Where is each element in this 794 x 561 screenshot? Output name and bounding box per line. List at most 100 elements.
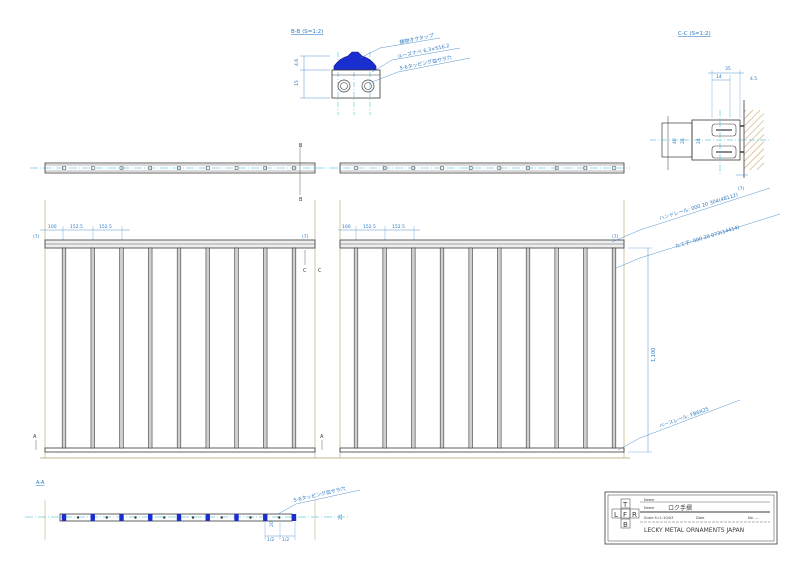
screw-hole bbox=[234, 166, 239, 170]
baluster bbox=[176, 247, 182, 449]
aa-screw bbox=[278, 516, 281, 519]
svg-text:14: 14 bbox=[716, 74, 722, 80]
svg-text:Scale S=1:10/A3: Scale S=1:10/A3 bbox=[644, 516, 673, 520]
screw-hole bbox=[440, 166, 444, 170]
screw-hole bbox=[468, 166, 473, 170]
svg-text:28: 28 bbox=[680, 138, 686, 144]
section-aa-label: A-A bbox=[36, 480, 45, 486]
aa-baluster-section bbox=[234, 514, 239, 521]
aa-screw bbox=[220, 516, 223, 519]
baluster bbox=[148, 247, 153, 449]
marker-b-bottom: B bbox=[299, 197, 303, 203]
view-cell-t: T bbox=[622, 501, 628, 509]
screw-hole bbox=[583, 166, 588, 170]
marker-c-1: C bbox=[303, 268, 307, 274]
svg-text:No. ---: No. --- bbox=[748, 516, 759, 520]
view-cell-l: L bbox=[614, 511, 618, 519]
baluster bbox=[234, 247, 239, 449]
cap-profile bbox=[333, 51, 377, 71]
plan-view-left: B B bbox=[30, 143, 330, 203]
ground-lines bbox=[40, 200, 630, 459]
svg-text:25: 25 bbox=[338, 514, 344, 520]
section-bb: B-B (S=1:2) 4.6 15 鋳物オクタップ ルーズナベ 6.3×S16… bbox=[291, 29, 471, 115]
svg-text:35: 35 bbox=[725, 66, 731, 72]
svg-text:1/2: 1/2 bbox=[267, 537, 274, 543]
svg-text:24: 24 bbox=[696, 138, 702, 144]
marker-b-top: B bbox=[299, 143, 303, 149]
svg-text:152.5: 152.5 bbox=[392, 224, 405, 230]
svg-text:Date: Date bbox=[696, 516, 704, 520]
screw-hole bbox=[354, 166, 358, 170]
svg-text:1/2: 1/2 bbox=[282, 537, 289, 543]
svg-text:152.5: 152.5 bbox=[70, 224, 83, 230]
svg-text:(7): (7) bbox=[33, 234, 40, 240]
svg-text:100: 100 bbox=[342, 224, 351, 230]
base-rail-right bbox=[339, 447, 625, 453]
screw-hole bbox=[119, 166, 124, 170]
aa-screw bbox=[191, 516, 195, 519]
elevation-left: 100 152.5 152.5 (7) (7) C C A A bbox=[33, 224, 324, 453]
aa-baluster-section bbox=[263, 514, 268, 521]
marker-a-2: A bbox=[320, 434, 324, 440]
svg-text:4.6: 4.6 bbox=[294, 59, 300, 66]
svg-text:(7): (7) bbox=[302, 234, 309, 240]
svg-text:(7): (7) bbox=[612, 234, 619, 240]
baluster bbox=[382, 247, 387, 449]
title-block: T L F R B Name Name ロク手摺 Scale S=1:10/A3… bbox=[604, 491, 778, 545]
screw-left bbox=[337, 79, 351, 93]
rail-body bbox=[331, 69, 381, 99]
plan-view-right bbox=[330, 162, 630, 174]
svg-text:(7): (7) bbox=[738, 186, 745, 192]
svg-text:Name: Name bbox=[644, 506, 654, 510]
baluster bbox=[61, 247, 67, 449]
section-cc-label: C-C (S=1:2) bbox=[678, 31, 711, 37]
marker-a-1: A bbox=[33, 434, 37, 440]
baluster bbox=[554, 247, 559, 449]
aa-baluster-section bbox=[205, 514, 210, 521]
svg-text:40: 40 bbox=[672, 138, 678, 144]
screw-hole bbox=[554, 166, 559, 170]
baluster bbox=[90, 247, 95, 449]
svg-text:Name: Name bbox=[644, 498, 654, 502]
view-cell-r: R bbox=[632, 511, 637, 519]
drawing-title: ロク手摺 bbox=[668, 504, 692, 512]
aa-baluster-section bbox=[90, 514, 95, 521]
screw-right bbox=[361, 79, 375, 93]
elevation-right: 100 152.5 152.5 (7) 1,100 ハンドレール: 000 20… bbox=[338, 187, 781, 453]
svg-text:100: 100 bbox=[48, 224, 57, 230]
callout-bb-cap: 鋳物オクタップ bbox=[399, 32, 434, 46]
aa-screw bbox=[134, 516, 137, 519]
baluster bbox=[525, 247, 531, 449]
callout-baluster: たて子: 000 20 073(14414) bbox=[675, 224, 741, 250]
screw-hole bbox=[292, 166, 296, 170]
baluster bbox=[583, 247, 588, 449]
screw-hole bbox=[62, 166, 66, 170]
section-aa: A-A 1/2 1/2 25 20 5-6タッピング皿サラ穴 bbox=[25, 480, 361, 543]
svg-text:20: 20 bbox=[269, 521, 275, 527]
view-cell-b: B bbox=[623, 521, 628, 529]
screw-hole bbox=[382, 166, 387, 170]
callout-handrail: ハンドレール: 000 20 304(48112) bbox=[659, 192, 739, 222]
marker-c-2: C bbox=[318, 268, 322, 274]
baluster bbox=[119, 247, 124, 449]
height-dimension: 1,100 bbox=[651, 348, 657, 362]
screw-hole bbox=[612, 166, 616, 170]
baluster bbox=[497, 247, 502, 449]
aa-screw bbox=[163, 516, 166, 519]
section-bb-label: B-B (S=1:2) bbox=[291, 29, 323, 35]
screw-hole bbox=[497, 166, 502, 170]
baluster bbox=[411, 247, 416, 449]
aa-baluster-section bbox=[61, 514, 67, 521]
svg-text:15: 15 bbox=[294, 80, 300, 86]
callout-base-rail: ベースレール: FB6X25 bbox=[659, 406, 710, 430]
baluster bbox=[353, 247, 359, 449]
view-cell-f: F bbox=[623, 511, 627, 519]
company-name: LECKY METAL ORNAMENTS JAPAN bbox=[644, 527, 744, 534]
svg-text:152.5: 152.5 bbox=[363, 224, 376, 230]
screw-hole bbox=[526, 166, 530, 170]
baluster bbox=[263, 247, 268, 449]
screw-hole bbox=[148, 166, 152, 170]
screw-hole bbox=[411, 166, 416, 170]
baluster bbox=[291, 247, 297, 449]
